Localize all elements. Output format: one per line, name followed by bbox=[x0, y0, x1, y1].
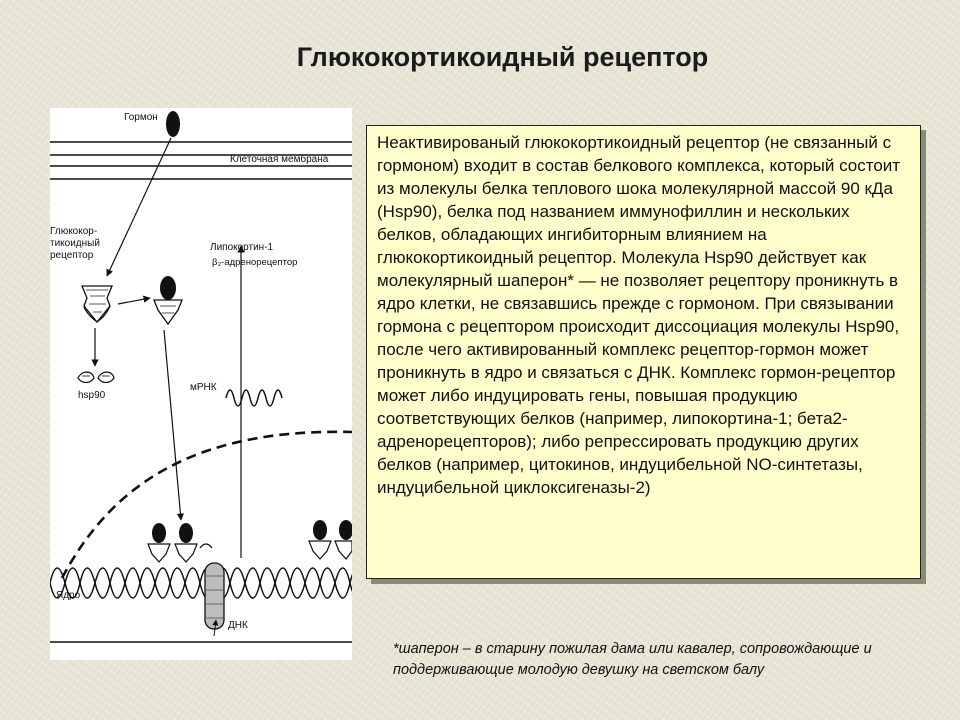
nuclear-envelope bbox=[62, 432, 352, 578]
dna-label: ДНК bbox=[228, 620, 248, 632]
dna-bound-receptor-icons bbox=[148, 520, 352, 562]
hormone-arrow bbox=[107, 138, 171, 276]
transcription-complex bbox=[205, 563, 224, 629]
hormone-shape bbox=[166, 111, 180, 137]
description-text: Неактивированый глюкокортикоидный рецепт… bbox=[377, 131, 912, 499]
beta-receptor-label: β₂-адренорецептор bbox=[212, 257, 297, 269]
active-receptor-icon bbox=[154, 276, 182, 324]
description-box: Неактивированый глюкокортикоидный рецепт… bbox=[366, 125, 921, 579]
mrna-wave bbox=[226, 390, 282, 406]
membrane-label: Клеточная мембрана bbox=[230, 154, 328, 166]
nucleus-label: Ядро bbox=[56, 590, 80, 602]
page-title: Глюкокортикоидный рецептор bbox=[0, 42, 960, 73]
lipocortin-label: Липокортин-1 bbox=[210, 242, 273, 254]
hormone-label: Гормон bbox=[124, 112, 158, 124]
hsp90-label: hsp90 bbox=[78, 390, 105, 402]
receptor-label: Глюкокор- тикоидный рецептор bbox=[50, 226, 100, 262]
dna-helix bbox=[50, 568, 352, 598]
footnote: *шаперон – в старину пожилая дама или ка… bbox=[393, 639, 933, 681]
hsp90-icon bbox=[78, 372, 114, 383]
receptor-diagram: Гормон Клеточная мембрана Глюкокор- тико… bbox=[50, 108, 352, 660]
receptor-complex-icon bbox=[82, 286, 112, 322]
mrna-label: мРНК bbox=[190, 382, 217, 394]
